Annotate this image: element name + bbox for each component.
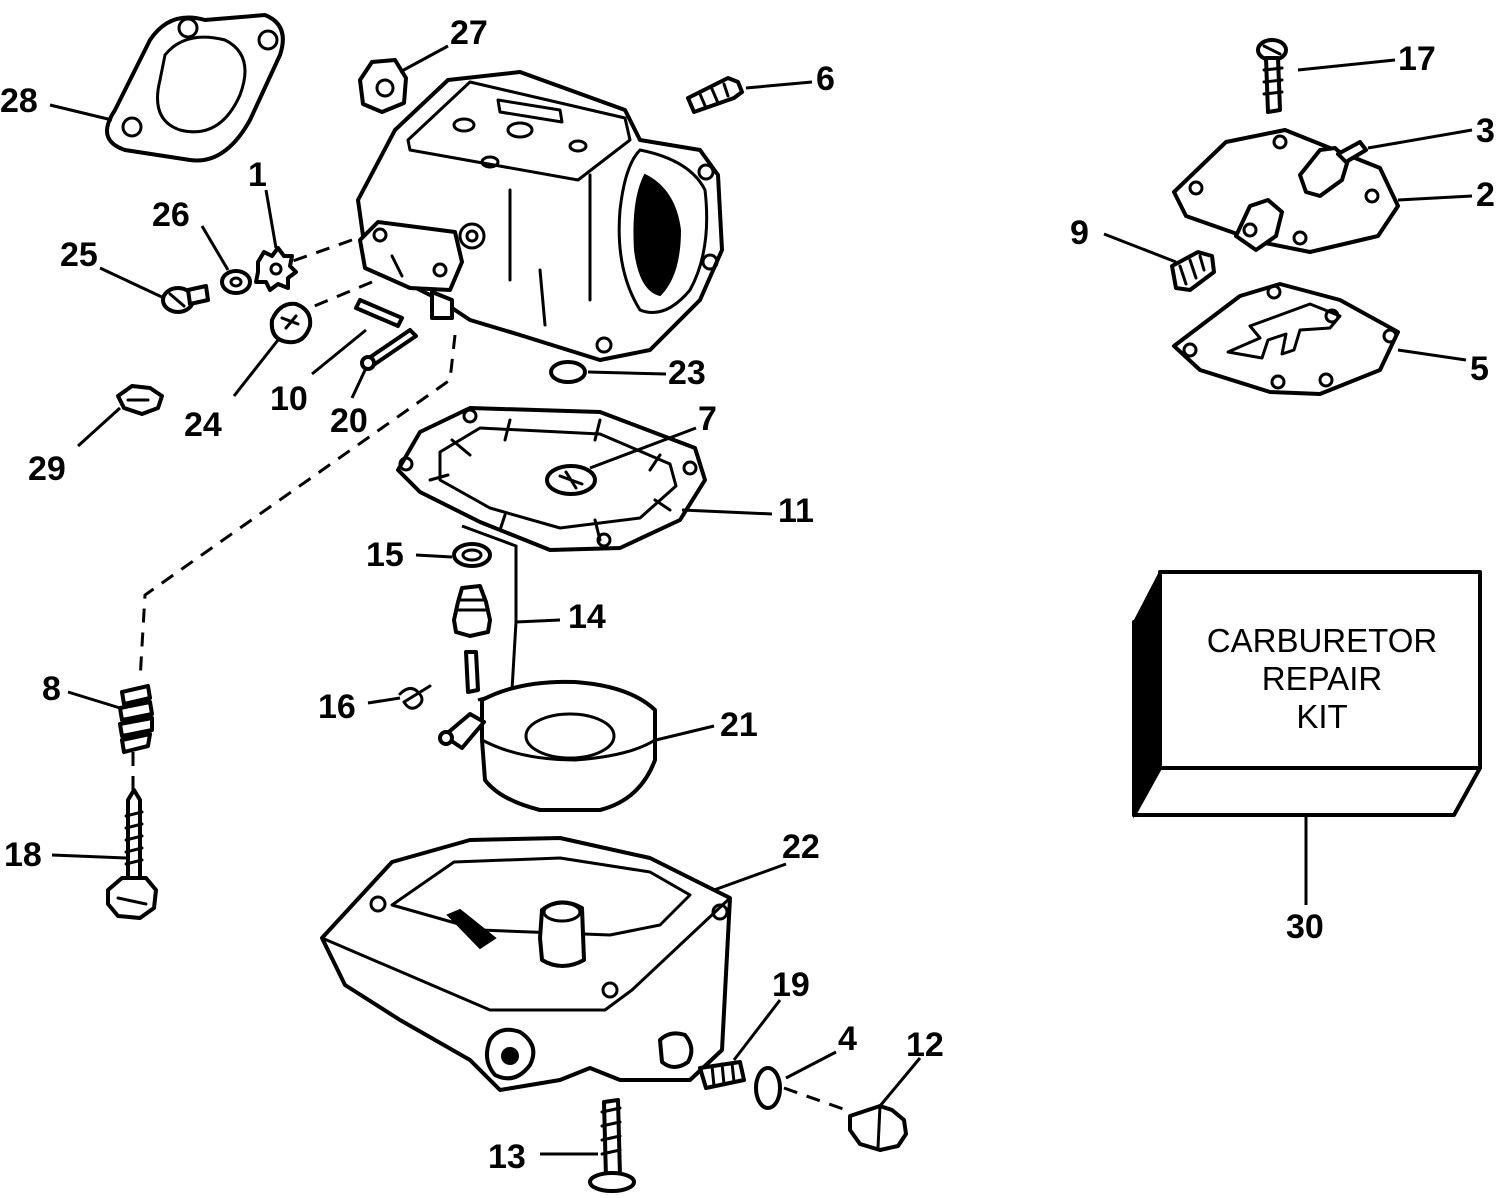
callout-23: 23 <box>668 354 706 392</box>
callout-3: 3 <box>1476 112 1495 150</box>
part-30-repair-kit-box <box>1132 570 1482 819</box>
callout-19: 19 <box>772 966 810 1004</box>
callout-6: 6 <box>816 60 835 98</box>
part-29-clip <box>116 384 164 416</box>
part-23-plug <box>549 360 587 384</box>
part-27-nut <box>358 58 408 114</box>
part-26-flat-washer <box>220 269 252 295</box>
part-16-clip <box>398 684 432 710</box>
part-21-float <box>438 679 657 812</box>
callout-10: 10 <box>270 380 308 418</box>
part-25-screw <box>161 284 210 314</box>
callout-12: 12 <box>906 1026 944 1064</box>
assembly-dashed-lines <box>131 238 847 1112</box>
callout-14: 14 <box>568 598 606 636</box>
carburetor-throttle-body <box>356 70 724 362</box>
part-19-jet <box>698 1060 746 1090</box>
callout-1: 1 <box>248 156 267 194</box>
part-1-lock-washer <box>254 246 298 292</box>
callout-2: 2 <box>1476 176 1495 214</box>
callout-20: 20 <box>330 402 368 440</box>
throttle-lever-plate <box>358 220 486 320</box>
part-6-mixture-screw <box>686 76 744 114</box>
callout-13: 13 <box>488 1138 526 1176</box>
callout-7: 7 <box>698 400 717 438</box>
part-20-pin <box>360 328 418 371</box>
part-17-screw <box>1256 38 1288 114</box>
callout-30: 30 <box>1286 908 1324 946</box>
part-15-gasket-washer <box>452 542 492 568</box>
part-14-needle-seat <box>452 584 492 694</box>
part-24-washer <box>269 301 313 345</box>
callout-25: 25 <box>60 236 98 274</box>
part-4-o-ring <box>754 1066 782 1110</box>
callout-numbers: 28 27 6 17 3 2 1 26 25 9 24 10 20 23 5 2… <box>0 14 1495 1176</box>
callout-5: 5 <box>1470 350 1489 388</box>
callout-24: 24 <box>184 406 222 444</box>
callout-16: 16 <box>318 688 356 726</box>
callout-leader-lines <box>49 44 1473 1156</box>
callout-21: 21 <box>720 706 758 744</box>
callout-4: 4 <box>838 1020 857 1058</box>
callout-17: 17 <box>1398 40 1436 78</box>
callout-26: 26 <box>152 196 190 234</box>
part-3-fitting <box>1234 140 1368 252</box>
part-8-spring <box>118 684 154 754</box>
part-28-mounting-gasket <box>105 13 285 163</box>
callout-29: 29 <box>28 450 66 488</box>
part-18-idle-screw <box>106 788 158 920</box>
callout-18: 18 <box>4 836 42 874</box>
callout-28: 28 <box>0 82 38 120</box>
part-7-plug <box>545 464 597 496</box>
part-12-drain-plug <box>848 1104 908 1152</box>
part-9-fitting <box>1170 250 1216 292</box>
kit-label-line-2: REPAIR <box>1262 660 1382 697</box>
part-13-screw <box>588 1098 636 1193</box>
callout-8: 8 <box>42 670 61 708</box>
callout-27: 27 <box>450 14 488 52</box>
callout-11: 11 <box>778 492 814 530</box>
callout-15: 15 <box>366 536 404 574</box>
kit-label-line-1: CARBURETOR <box>1207 622 1437 659</box>
callout-9: 9 <box>1070 214 1089 252</box>
callout-22: 22 <box>782 828 820 866</box>
kit-label-line-3: KIT <box>1296 698 1347 735</box>
part-22-float-bowl <box>320 836 732 1092</box>
part-5-diaphragm <box>1172 282 1400 396</box>
part-10-pin <box>354 298 404 328</box>
